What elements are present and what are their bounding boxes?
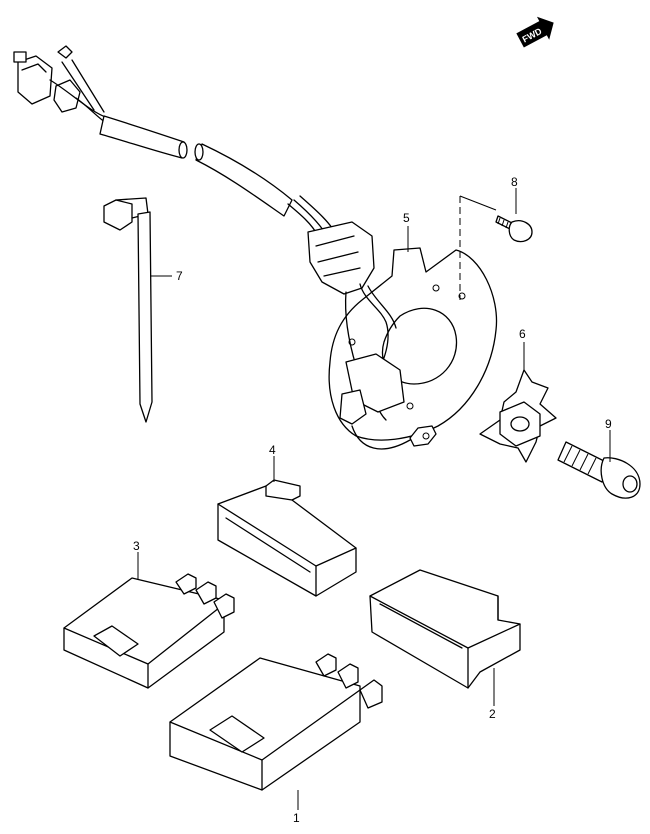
fwd-arrow-icon: FWD [516, 16, 554, 48]
callout-8: 8 [511, 175, 518, 189]
screw-small [495, 215, 533, 243]
control-unit-3 [63, 552, 235, 689]
callout-6: 6 [519, 327, 526, 341]
wiring-harness [13, 45, 375, 295]
callout-4: 4 [269, 443, 276, 457]
signal-rotor [479, 369, 557, 463]
control-unit-1 [169, 653, 383, 810]
callout-9: 9 [605, 417, 612, 431]
callout-1: 1 [293, 811, 300, 825]
callout-labels: 1 2 3 4 5 6 7 8 9 [133, 175, 612, 825]
bolt [557, 441, 641, 499]
coupler-holder [217, 456, 357, 597]
leader-lines [407, 188, 611, 462]
callout-5: 5 [403, 211, 410, 225]
callout-2: 2 [489, 707, 496, 721]
callout-3: 3 [133, 539, 140, 553]
cable-tie [103, 197, 172, 423]
pickup-coil-plate [328, 195, 498, 450]
holder-sleeve [369, 569, 521, 706]
callout-7: 7 [176, 269, 183, 283]
